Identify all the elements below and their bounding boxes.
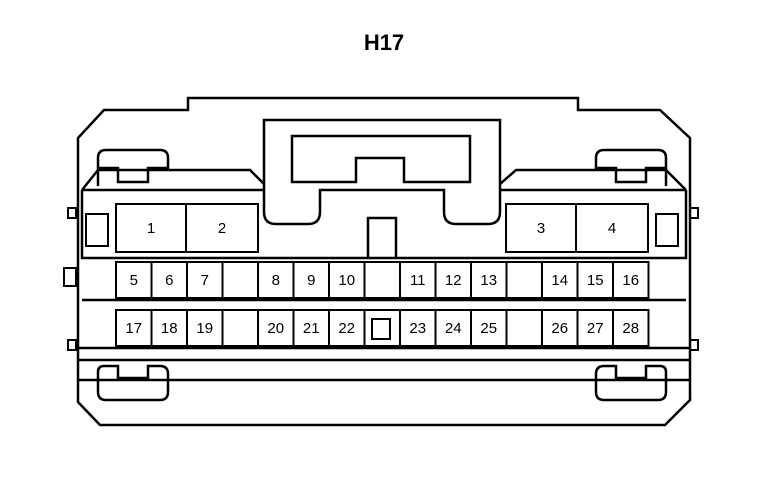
pin-label: 24: [445, 320, 462, 337]
pin-label: 20: [267, 320, 284, 337]
pin-label: 5: [130, 272, 138, 289]
empty-cavity: [505, 261, 543, 299]
pin-label: 28: [622, 320, 639, 337]
central-lock-inner: [290, 134, 472, 184]
latch-top-right: [594, 148, 668, 186]
latch-top-left: [96, 148, 170, 186]
pin-label: 13: [480, 272, 497, 289]
window-left: [85, 213, 109, 247]
pin-label: 2: [218, 220, 226, 237]
connector-title: H17: [363, 30, 405, 55]
pin-label: 6: [165, 272, 173, 289]
pin-label: 25: [480, 320, 497, 337]
side-tab-left-top: [67, 207, 77, 219]
side-tab-right-top: [689, 207, 699, 219]
pin-label: 16: [622, 272, 639, 289]
pin-label: 4: [608, 220, 616, 237]
pin-label: 19: [196, 320, 213, 337]
side-tab-left-bottom: [67, 339, 77, 351]
pin-cavity-2: [185, 203, 259, 253]
side-tab-right-bottom: [689, 339, 699, 351]
housing-outline: [76, 96, 692, 427]
latch-bottom-left: [96, 364, 170, 402]
upper-body-line: [80, 190, 688, 260]
pin-label: 17: [125, 320, 142, 337]
pin-label: 8: [272, 272, 280, 289]
pin-label: 26: [551, 320, 568, 337]
pin-label: 23: [409, 320, 426, 337]
pin-cavity-19: [186, 309, 224, 347]
side-tab-left-mid: [63, 267, 77, 287]
pin-label: 12: [445, 272, 462, 289]
pin-cavity-22: [328, 309, 366, 347]
empty-cavity: [363, 309, 401, 347]
empty-cavity: [221, 309, 259, 347]
empty-cavity: [505, 309, 543, 347]
pin-cavity-7: [186, 261, 224, 299]
pin-label: 1: [147, 220, 155, 237]
latch-bottom-right: [594, 364, 668, 402]
empty-cavity: [363, 261, 401, 299]
window-right: [655, 213, 679, 247]
shoulder-right: [499, 168, 687, 191]
pin-cavity-4: [575, 203, 649, 253]
key-slot: [366, 216, 398, 258]
pin-cavity-25: [470, 309, 508, 347]
empty-cavity: [221, 261, 259, 299]
pin-label: 10: [338, 272, 355, 289]
pin-label: 3: [537, 220, 545, 237]
pin-label: 14: [551, 272, 568, 289]
pin-label: 7: [201, 272, 209, 289]
pin-label: 22: [338, 320, 355, 337]
pin-cavity-13: [470, 261, 508, 299]
center-key-square: [371, 318, 391, 340]
pin-cavity-16: [612, 261, 650, 299]
pin-label: 27: [587, 320, 604, 337]
pin-label: 11: [410, 272, 426, 289]
pin-label: 18: [161, 320, 178, 337]
pin-label: 21: [303, 320, 320, 337]
pin-label: 9: [307, 272, 315, 289]
pin-cavity-28: [612, 309, 650, 347]
pin-label: 15: [587, 272, 604, 289]
pin-cavity-10: [328, 261, 366, 299]
central-lock-outer: [262, 118, 502, 226]
shoulder-left: [81, 168, 265, 191]
